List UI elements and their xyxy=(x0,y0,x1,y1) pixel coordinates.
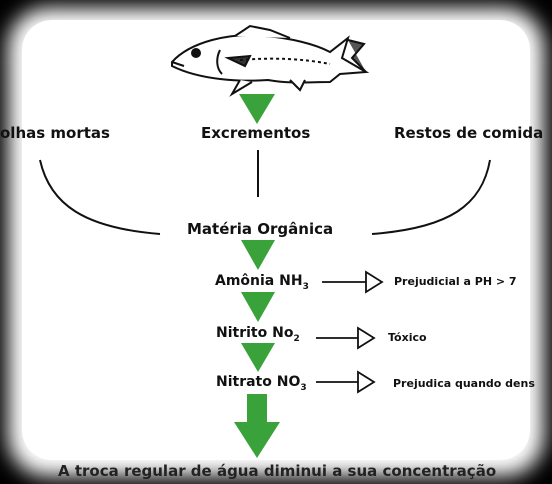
fish-arrow xyxy=(239,94,275,124)
main-node-label: Matéria Orgânica xyxy=(187,220,334,238)
arrow-to-nitrato xyxy=(241,343,275,372)
fish-icon xyxy=(171,24,370,97)
chain-sub: 2 xyxy=(293,333,300,344)
chain-sub: 3 xyxy=(302,281,309,292)
side-arrow-1-head xyxy=(365,270,384,294)
note-amonia: Prejudicial a PH > 7 xyxy=(394,275,517,288)
chain-label: Nitrito No xyxy=(216,325,294,341)
arrow-to-nitrito xyxy=(241,292,275,322)
note-nitrito: Tóxico xyxy=(388,331,427,344)
right-connector xyxy=(371,159,491,235)
side-arrow-3-head xyxy=(357,370,376,394)
source-right-label: Restos de comida xyxy=(394,124,544,142)
side-arrow-2-head xyxy=(357,326,376,350)
arrow-to-amonia xyxy=(241,240,275,270)
chain-node-nitrato: Nitrato NO3 xyxy=(216,374,307,393)
chain-sub: 3 xyxy=(300,382,307,393)
chain-node-amonia: Amônia NH3 xyxy=(215,273,309,292)
footer-text: A troca regular de água diminui a sua co… xyxy=(58,462,497,480)
note-nitrato: Prejudica quando dens xyxy=(393,377,535,390)
panel-background xyxy=(22,20,530,460)
chain-node-nitrito: Nitrito No2 xyxy=(216,325,300,344)
bottom-arrow-head xyxy=(234,422,280,458)
chain-label: Nitrato NO xyxy=(216,374,301,390)
left-connector xyxy=(39,159,161,235)
source-left-label: olhas mortas xyxy=(0,124,110,142)
chain-label: Amônia NH xyxy=(215,273,303,289)
source-center-label: Excrementos xyxy=(201,124,311,142)
bottom-arrow-shaft xyxy=(247,394,267,424)
